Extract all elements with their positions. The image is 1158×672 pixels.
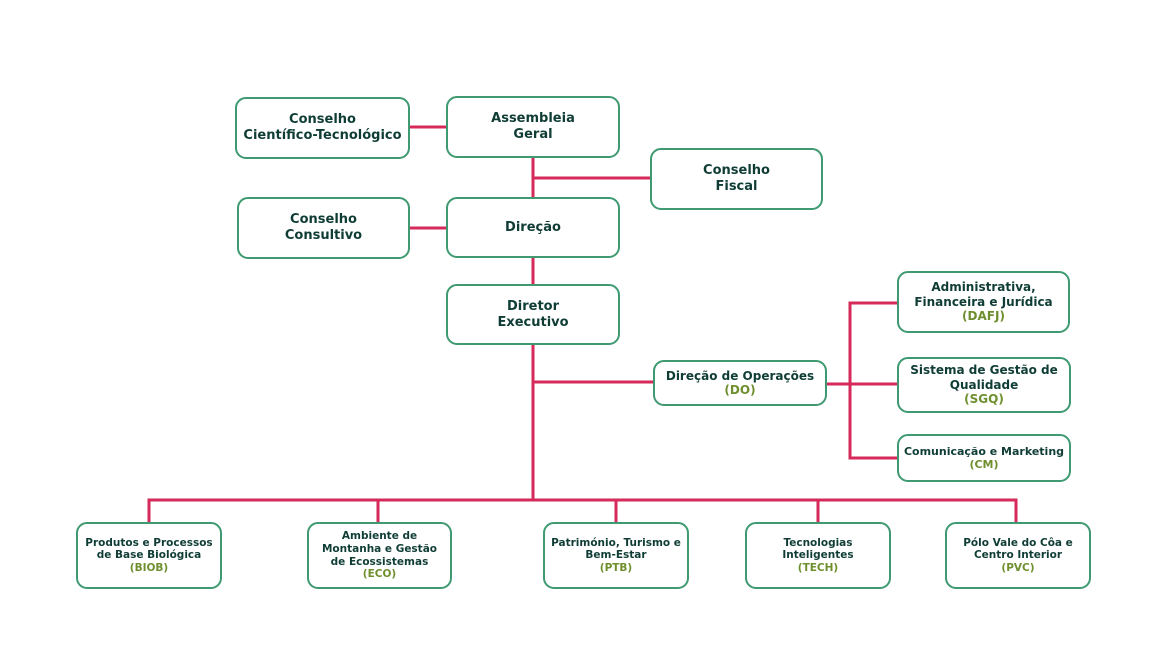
node-label: de Ecossistemas [330, 555, 429, 568]
node-label: Conselho [289, 112, 356, 128]
node-code: (SGQ) [964, 392, 1004, 407]
node-label: de Base Biológica [96, 549, 202, 562]
node-label: Inteligentes [782, 549, 854, 562]
node-code: (TECH) [797, 561, 839, 574]
node-code: (CM) [969, 458, 999, 471]
node-code: (ECO) [362, 568, 397, 581]
node-label: Ambiente de [341, 530, 418, 543]
node-label: Qualidade [949, 377, 1019, 392]
node-label: Produtos e Processos [85, 536, 213, 549]
node-label: Pólo Vale do Côa e [963, 536, 1073, 549]
node-label: Financeira e Jurídica [914, 294, 1053, 309]
node-code: (PTB) [599, 561, 633, 574]
node-label: Assembleia [491, 111, 575, 127]
node-code: (BIOB) [129, 561, 169, 574]
node-label: Conselho [703, 163, 770, 179]
node-conselho-fiscal: Conselho Fiscal [650, 148, 823, 210]
node-code: (DO) [724, 383, 756, 397]
node-label: Montanha e Gestão [321, 542, 438, 555]
node-direcao-operacoes: Direção de Operações (DO) [653, 360, 827, 406]
node-assembleia-geral: Assembleia Geral [446, 96, 620, 158]
node-label: Consultivo [284, 228, 363, 243]
node-label: Centro Interior [973, 549, 1063, 562]
node-ptb: Património, Turismo e Bem-Estar (PTB) [543, 522, 689, 589]
node-label: Direção [505, 219, 561, 235]
node-pvc: Pólo Vale do Côa e Centro Interior (PVC) [945, 522, 1091, 589]
node-label: Comunicação e Marketing [903, 444, 1065, 458]
node-conselho-consultivo: Conselho Consultivo [237, 197, 410, 259]
node-label: Científico-Tecnológico [243, 128, 402, 143]
node-label: Bem-Estar [585, 549, 647, 562]
node-direcao: Direção [446, 197, 620, 258]
node-label: Tecnologias [783, 536, 853, 549]
node-code: (PVC) [1001, 561, 1035, 574]
node-label: Executivo [497, 314, 569, 330]
node-sgq: Sistema de Gestão de Qualidade (SGQ) [897, 357, 1071, 413]
node-code: (DAFJ) [962, 309, 1005, 324]
node-label: Sistema de Gestão de [910, 363, 1058, 378]
node-label: Geral [513, 127, 553, 142]
node-dafj: Administrativa, Financeira e Jurídica (D… [897, 271, 1070, 333]
node-label: Diretor [506, 298, 560, 314]
node-cm: Comunicação e Marketing (CM) [897, 434, 1071, 482]
node-eco: Ambiente de Montanha e Gestão de Ecossis… [307, 522, 452, 589]
node-label: Direção de Operações [665, 368, 815, 383]
node-label: Administrativa, [931, 280, 1036, 295]
node-conselho-cientifico-tecnologico: Conselho Científico-Tecnológico [235, 97, 410, 159]
node-biob: Produtos e Processos de Base Biológica (… [76, 522, 222, 589]
node-label: Património, Turismo e [551, 536, 681, 549]
node-label: Conselho [290, 212, 357, 228]
node-diretor-executivo: Diretor Executivo [446, 284, 620, 345]
node-tech: Tecnologias Inteligentes (TECH) [745, 522, 891, 589]
node-label: Fiscal [715, 179, 758, 194]
